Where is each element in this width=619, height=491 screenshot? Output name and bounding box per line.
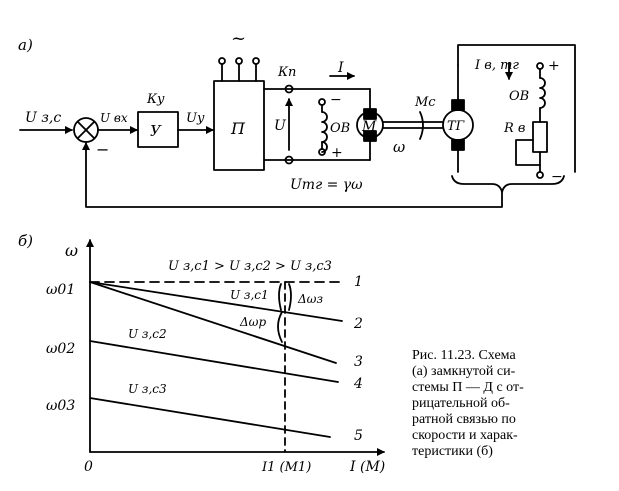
tacho-field-winding (536, 62, 546, 123)
series-line-4 (89, 340, 339, 383)
origin-label: 0 (84, 459, 93, 475)
current-label: I (337, 60, 344, 76)
current-marker-label: I1 (M1) (261, 460, 311, 475)
series-number-3: 3 (354, 354, 363, 370)
caption-line: (а) замкнутой си- (412, 364, 516, 379)
amplifier-gain-label: Ку (146, 92, 165, 107)
series-line-2 (89, 281, 343, 322)
feedback-line (82, 142, 503, 208)
series-number-5: 5 (354, 428, 363, 444)
feedback-minus-sign: − (96, 140, 109, 159)
ac-supply-symbol: ~ (231, 28, 246, 49)
tacho-field-label: ОВ (509, 89, 529, 104)
speed-label: ω (393, 138, 405, 156)
tacho-label: ТГ (447, 119, 465, 134)
y-axis-label: ω (65, 241, 78, 260)
series-label-uzc2: U з,с2 (128, 327, 167, 341)
tacho-field-minus: − (551, 169, 563, 185)
delta-omega-r-bracket (277, 311, 283, 343)
delta-omega-z-bracket (278, 283, 292, 311)
caption-line: рицательной об- (412, 396, 510, 411)
series-number-4: 4 (353, 376, 363, 392)
motor-symbol (356, 88, 384, 161)
caption-line: скорости и харак- (412, 428, 518, 443)
relation-label: U з,с1 > U з,с2 > U з,с3 (168, 259, 332, 274)
caption-line: теристики (б) (412, 444, 493, 459)
converter-switch-terminal-top (284, 84, 294, 94)
tacho-field-enclosure (457, 44, 576, 173)
error-signal-label: U вх (100, 111, 128, 125)
amplifier-output-label: Uу (186, 111, 205, 126)
y-tick-omega02: ω02 (46, 341, 75, 357)
tacho-rheostat (515, 121, 548, 179)
series-line-3 (89, 281, 337, 364)
series-label-uzc3: U з,с3 (128, 382, 167, 396)
x-axis-label: I (M) (349, 459, 385, 475)
delta-omega-z-label: Δωз (297, 292, 323, 306)
y-tick-omega01: ω01 (46, 282, 75, 298)
tacho-rheostat-label: R в (503, 121, 526, 136)
amplifier-block-label: У (150, 122, 162, 140)
series-number-2: 2 (353, 316, 363, 332)
feedback-voltage-label: Uтг = γω (290, 177, 363, 193)
summing-junction (73, 117, 99, 143)
motor-field-minus: − (330, 92, 342, 108)
caption-line: ратной связью по (412, 412, 516, 427)
tacho-field-plus: + (548, 58, 560, 74)
panel-a-label: а) (18, 36, 33, 54)
panel-b-label: б) (18, 232, 33, 250)
tacho-field-current-label: I в, тг (474, 58, 519, 73)
converter-switch-terminal-bottom (284, 155, 294, 165)
tachogenerator-symbol (442, 64, 474, 173)
tacho-brace (451, 175, 565, 193)
series-line-5 (89, 397, 331, 438)
y-tick-omega03: ω03 (46, 398, 75, 414)
motor-field-label: ОВ (330, 121, 350, 136)
motor-field-plus: + (331, 145, 343, 161)
voltage-label: U (274, 118, 287, 134)
motor-label: М (361, 119, 377, 135)
caption-line: стемы П — Д с от- (412, 380, 524, 395)
figure-caption: Рис. 11.23. Схема (а) замкнутой си- стем… (412, 348, 612, 460)
load-torque-label: Мс (414, 95, 436, 110)
series-number-1: 1 (354, 274, 363, 290)
series-label-uzc1: U з,с1 (230, 288, 269, 302)
input-label: U з,с (25, 110, 61, 126)
load-torque-arc (419, 111, 424, 140)
ac-supply-terminals (218, 57, 260, 82)
converter-block-label: П (230, 119, 246, 138)
caption-line: Рис. 11.23. Схема (412, 348, 516, 363)
motor-field-winding (318, 98, 328, 156)
converter-switch-label: Кп (277, 65, 296, 80)
delta-omega-r-label: Δωр (239, 315, 266, 329)
